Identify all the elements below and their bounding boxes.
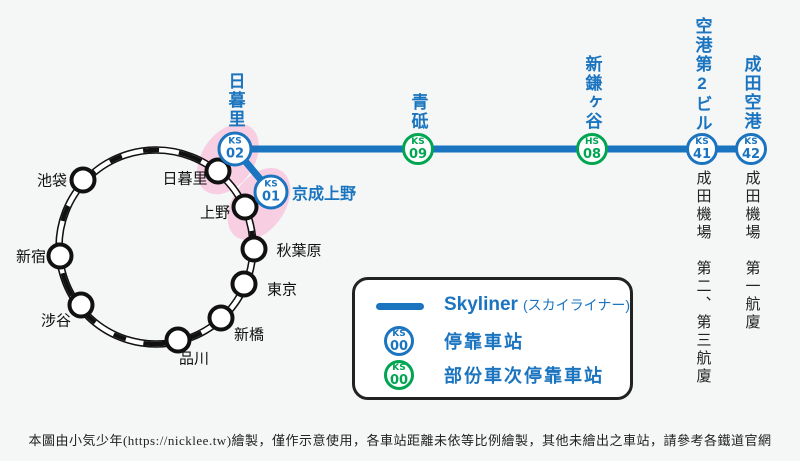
legend-stop-badge: KS 00 — [384, 326, 414, 356]
badge-prefix: KS — [411, 136, 425, 147]
loop-station-label-ueno: 上野 — [199, 204, 231, 222]
station-badge-ks41-airport-terminal2: KS 41 — [686, 133, 718, 165]
badge-number: 01 — [261, 189, 281, 205]
loop-station-label-ikebukuro: 池袋 — [36, 172, 68, 190]
loop-station-label-tokyo: 東京 — [266, 281, 298, 299]
badge-prefix: KS — [228, 136, 242, 147]
legend-line-name-ja: (スカイライナー) — [522, 297, 630, 313]
loop-station-label-shinjuku: 新宿 — [15, 248, 47, 266]
station-badge-hs08-shinkamagaya: HS 08 — [576, 133, 608, 165]
station-label-aoto: 青砥 — [408, 93, 428, 131]
loop-station-marker-shinjuku — [46, 242, 74, 270]
skyliner-line-swatch — [376, 303, 424, 310]
badge-number: 41 — [692, 146, 712, 162]
badge-number: 42 — [741, 146, 761, 162]
badge-prefix: KS — [392, 328, 406, 339]
legend-partial-stop-label: 部份車次停靠車站 — [444, 366, 604, 386]
legend-partial-stop-badge: KS 00 — [384, 360, 414, 390]
station-badge-ks01-keisei-ueno: KS 01 — [253, 174, 289, 210]
loop-station-marker-shimbashi — [207, 304, 235, 332]
station-label-nippori-keisei: 日暮里 — [225, 72, 245, 129]
loop-station-label-shibuya: 涉谷 — [40, 312, 72, 330]
badge-number: 00 — [389, 338, 409, 354]
loop-station-marker-ueno — [231, 193, 259, 221]
station-badge-ks02-nippori: KS 02 — [217, 131, 253, 167]
station-badge-ks42-narita-airport: KS 42 — [735, 133, 767, 165]
station-label-shinkamagaya: 新鎌ヶ谷 — [582, 55, 602, 131]
legend-line-name: Skyliner(スカイライナー) — [444, 294, 630, 316]
badge-prefix: KS — [744, 136, 758, 147]
badge-prefix: KS — [695, 136, 709, 147]
loop-station-marker-shinagawa — [164, 326, 192, 354]
badge-prefix: HS — [584, 136, 599, 147]
loop-station-label-nippori: 日暮里 — [162, 170, 208, 188]
terminal-note-t1: 成田機場 第一航廈 — [743, 170, 760, 332]
station-label-keisei-ueno: 京成上野 — [292, 186, 357, 203]
badge-number: 02 — [225, 146, 245, 162]
loop-station-marker-tokyo — [230, 270, 258, 298]
loop-station-marker-akihabara — [240, 235, 268, 263]
badge-number: 09 — [408, 146, 428, 162]
legend-box: Skyliner(スカイライナー) KS 00 停靠車站 KS 00 部份車次停… — [352, 277, 633, 400]
badge-number: 00 — [389, 372, 409, 388]
badge-prefix: KS — [264, 179, 278, 190]
loop-station-marker-shibuya — [67, 291, 95, 319]
legend-line-name-en: Skyliner — [444, 294, 518, 315]
legend-stop-label: 停靠車站 — [444, 332, 524, 352]
loop-station-label-shinagawa: 品川 — [178, 350, 210, 368]
station-label-narita-airport: 成田空港 — [741, 55, 761, 131]
credit-note: 本圖由小気少年(https://nicklee.tw)繪製，僅作示意使用，各車站… — [28, 433, 772, 448]
badge-number: 08 — [582, 146, 602, 162]
loop-station-label-akihabara: 秋葉原 — [276, 242, 322, 260]
loop-station-marker-ikebukuro — [69, 166, 97, 194]
badge-prefix: KS — [392, 362, 406, 373]
station-label-airport-terminal2: 空港第2ビル — [692, 17, 712, 133]
loop-station-label-shimbashi: 新橋 — [233, 326, 265, 344]
station-badge-ks09-aoto: KS 09 — [402, 133, 434, 165]
terminal-note-t2-t3: 成田機場 第二、第三航廈 — [694, 170, 711, 386]
